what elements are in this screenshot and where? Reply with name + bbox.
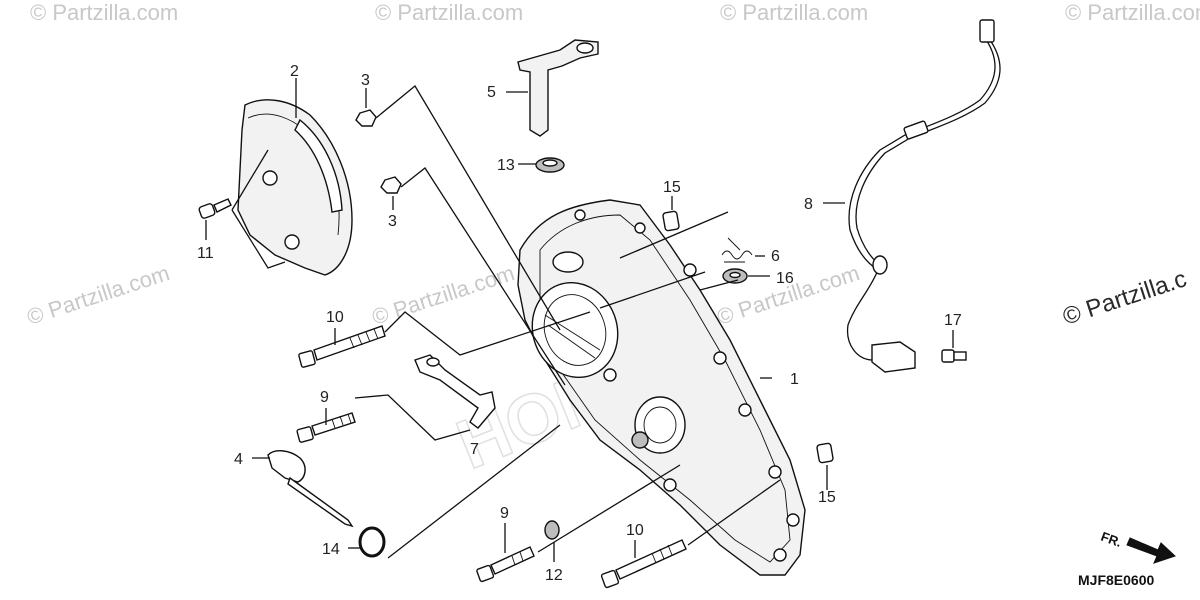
watermark-mid-2: © Partzilla.com (369, 260, 518, 330)
spring (721, 237, 753, 263)
watermark-large: © Partzilla.c (1060, 265, 1190, 330)
callout-6: 6 (771, 248, 780, 265)
callout-10-bottom: 10 (626, 522, 644, 539)
watermark-top-2: © Partzilla.com (375, 0, 523, 25)
watermark-top-1: © Partzilla.com (30, 0, 178, 25)
callout-9-left: 9 (320, 389, 329, 406)
front-direction-indicator: FR. (1099, 529, 1176, 564)
watermark-mid-1: © Partzilla.com (24, 260, 173, 330)
callout-1: 1 (790, 371, 799, 388)
callout-14: 14 (322, 541, 340, 558)
dowel-pin-lower (816, 442, 834, 464)
callout-16: 16 (776, 270, 794, 287)
washer-16 (722, 268, 748, 284)
watermark-top-3: © Partzilla.com (720, 0, 868, 25)
callout-7: 7 (470, 441, 479, 458)
crankcase-cover (517, 199, 806, 576)
bolt-9-left (296, 412, 356, 443)
callout-5: 5 (487, 84, 496, 101)
callout-3-lower: 3 (388, 213, 397, 230)
callout-4: 4 (234, 451, 243, 468)
bolt-10-left (298, 325, 386, 368)
callout-15-upper: 15 (663, 179, 681, 196)
oil-seal (535, 157, 565, 173)
callout-8: 8 (804, 196, 813, 213)
nut-lower (380, 176, 402, 194)
outer-cover (237, 99, 353, 276)
diagram-code: MJF8E0600 (1078, 572, 1154, 588)
washer-12 (544, 520, 560, 540)
dowel-pin-upper (662, 210, 680, 232)
shift-shaft (517, 39, 599, 137)
front-arrow-icon (1126, 537, 1176, 564)
watermark-top-4: © Partzilla.com (1065, 0, 1200, 25)
bolt-10-bottom (600, 539, 687, 589)
nut-upper (355, 109, 377, 127)
dipstick (267, 450, 354, 528)
callout-2: 2 (290, 63, 299, 80)
callout-13: 13 (497, 157, 515, 174)
bolt-17 (941, 349, 967, 363)
sensor-harness (846, 19, 1001, 373)
front-label: FR. (1099, 529, 1124, 550)
callouts: 1 2 3 3 4 5 6 7 8 9 9 10 10 11 12 13 14 … (197, 63, 962, 584)
callout-10-left: 10 (326, 309, 344, 326)
leader-lines (205, 78, 954, 562)
callout-12: 12 (545, 567, 563, 584)
bolt-11 (198, 198, 232, 219)
callout-11: 11 (197, 245, 214, 262)
o-ring (358, 526, 386, 558)
bracket (414, 354, 496, 429)
callout-17: 17 (944, 312, 962, 329)
callout-3-upper: 3 (361, 72, 370, 89)
callout-9-bottom: 9 (500, 505, 509, 522)
callout-15-lower: 15 (818, 489, 836, 506)
bolt-9-bottom (476, 546, 535, 583)
